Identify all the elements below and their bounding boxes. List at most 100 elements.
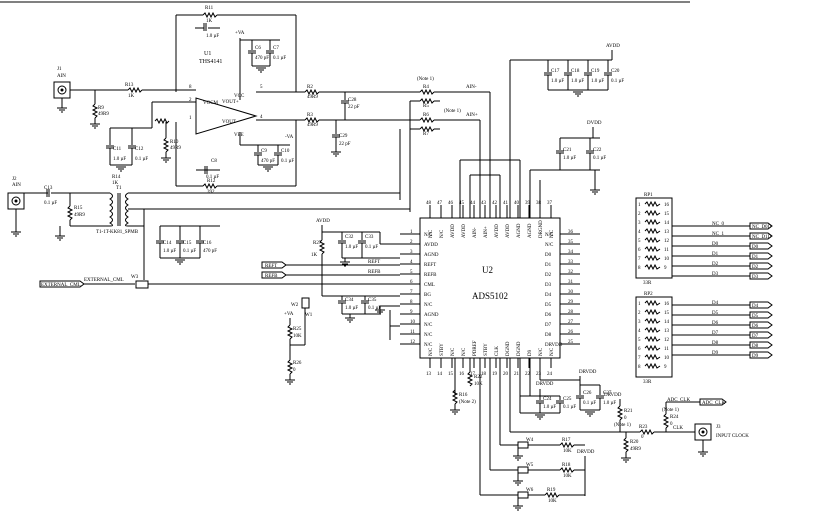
adc-right-pin-num: 29 (568, 300, 574, 305)
adc-bottom-pin-num: 21 (514, 372, 520, 377)
c35-val: 0.1 µF (368, 306, 381, 311)
u1-pin5: 5 (260, 85, 263, 90)
r16-ref: R16 (459, 393, 468, 398)
r19-val: 10K (548, 499, 557, 504)
rp-body (635, 296, 673, 378)
r15-val: 49R9 (74, 213, 85, 218)
adc-left-pin-name: N/C (424, 333, 433, 338)
c8-ref: C8 (211, 159, 217, 164)
adc-left-pin-num: 8 (410, 300, 413, 305)
rp-pin-left: 1 (638, 203, 641, 208)
adc-left-pin-name: N/C (424, 343, 433, 348)
pwr-va-pos: +VA (235, 31, 245, 36)
adc-bottom-pin-name: N/C (539, 347, 544, 356)
adc-bottom-pin-name: STBY (440, 343, 445, 356)
c17-ref: C17 (551, 69, 560, 74)
u2-part: ADS5102 (472, 291, 508, 301)
out-net: D1 (712, 252, 719, 257)
adc-bottom-pin-num: 17 (470, 372, 476, 377)
rp-pin-left: 4 (638, 329, 641, 334)
adc-bottom-pin-num: 18 (481, 372, 487, 377)
c10-val: 0.1 µF (281, 159, 294, 164)
net-reft: REFT (368, 260, 380, 265)
out-tag-shape (749, 232, 773, 240)
c19-ref: C19 (591, 69, 600, 74)
adc-bottom-pin-name: DGND (506, 341, 511, 356)
adc-right-pin-name: D6 (545, 313, 552, 318)
c28-ref: C28 (348, 98, 357, 103)
note-r21: (Note 1) (614, 423, 631, 428)
adc-u2: U2 ADS5102 (419, 217, 561, 359)
rp-body (635, 197, 673, 279)
adc-bottom-pin-num: 16 (459, 372, 465, 377)
c32-ref: C32 (345, 235, 354, 240)
out-tag: D2 (752, 265, 759, 270)
t1-part: T1-1T-KK81_SPMB (96, 230, 139, 235)
out-tag-shape (749, 311, 773, 319)
out-net: D2 (712, 262, 719, 267)
rp-pin-right: 15 (664, 212, 670, 217)
u1-ref: U1 (204, 51, 211, 57)
adc-bottom-pin-name: N/C (462, 347, 467, 356)
r3-ref: R3 (307, 113, 313, 118)
adc-top-pins: 48N/C47N/C46AVDD45AVDD44AIN-43AIN+42AVDD… (426, 201, 555, 238)
adc-bottom-pins: 13N/C14STBY15N/C16N/C17PDREF18STBY19CLK2… (426, 340, 555, 377)
r11-val: 1K (206, 19, 213, 24)
r11-ref: R11 (205, 6, 214, 11)
r27-ref: R27 (313, 241, 322, 246)
j1-ref: J1 (57, 67, 62, 72)
u1-vout-neg: VOUT- (222, 120, 237, 125)
pwr-avdd-top: AVDD (606, 44, 620, 49)
c27-val: 1.0 µF (603, 401, 616, 406)
r21-ref: R21 (624, 409, 633, 414)
adc-top-pin-num: 40 (514, 201, 520, 206)
c25-val: 0.1 µF (563, 405, 576, 410)
pwr-dvdd: DVDD (587, 121, 602, 126)
adc-left-pin-num: 11 (410, 330, 415, 335)
adc-right-pins: 36N/C35N/C34D033D132D231D330D429D528D627… (545, 230, 580, 348)
c29-val: 22 pF (339, 142, 351, 147)
adc-top-pin-name: AGND (528, 223, 533, 238)
rp-pin-left: 7 (638, 356, 641, 361)
c20-val: 0.1 µF (611, 79, 624, 84)
r14-ref: R14 (112, 175, 121, 180)
r9-ref: R9 (98, 106, 104, 111)
out-tag-shape (749, 331, 773, 339)
rp-pin-right: 14 (664, 320, 670, 325)
c7-val: 0.1 µF (273, 56, 286, 61)
tag-adc-clk: ADC_CLK (702, 401, 725, 406)
adc-top-pin-num: 38 (536, 201, 542, 206)
adc-left-pin-name: N/C (424, 233, 433, 238)
adc-top-pin-name: DRGND (539, 220, 544, 238)
adc-bottom-pin-num: 24 (547, 372, 553, 377)
rp-val: 33R (643, 281, 652, 286)
out-net: D4 (712, 301, 719, 306)
r20-ref: R20 (630, 440, 639, 445)
adc-top-pin-name: AVDD (451, 224, 456, 238)
note-r24: (Note 1) (662, 408, 679, 413)
r10-val: 49R9 (170, 146, 181, 151)
adc-right-pin-name: N/C (545, 233, 554, 238)
c12-val: 0.1 µF (135, 157, 148, 162)
c11-val: 1.0 µF (113, 157, 126, 162)
adc-top-pin-name: AVDD (462, 224, 467, 238)
adc-bottom-pin-name: STBY (484, 343, 489, 356)
c15-ref: C15 (183, 241, 192, 246)
c17-val: 1.0 µF (551, 79, 564, 84)
rp-val: 33R (643, 380, 652, 385)
r18-val: 10K (563, 474, 572, 479)
adc-top-pin-num: 46 (448, 201, 454, 206)
c6-val: 470 pF (255, 56, 269, 61)
out-net: D9 (712, 351, 719, 356)
out-tag-shape (749, 252, 773, 260)
out-tag-shape (749, 351, 773, 359)
adc-right-pin-num: 35 (568, 240, 574, 245)
net-ain-neg: AIN- (466, 85, 477, 90)
adc-right-pin-num: 36 (568, 230, 574, 235)
out-tag: D9 (752, 354, 759, 359)
adc-top-pin-name: N/C (429, 229, 434, 238)
c21-ref: C21 (563, 148, 572, 153)
out-net: D3 (712, 272, 719, 277)
c11-ref: C11 (113, 147, 122, 152)
